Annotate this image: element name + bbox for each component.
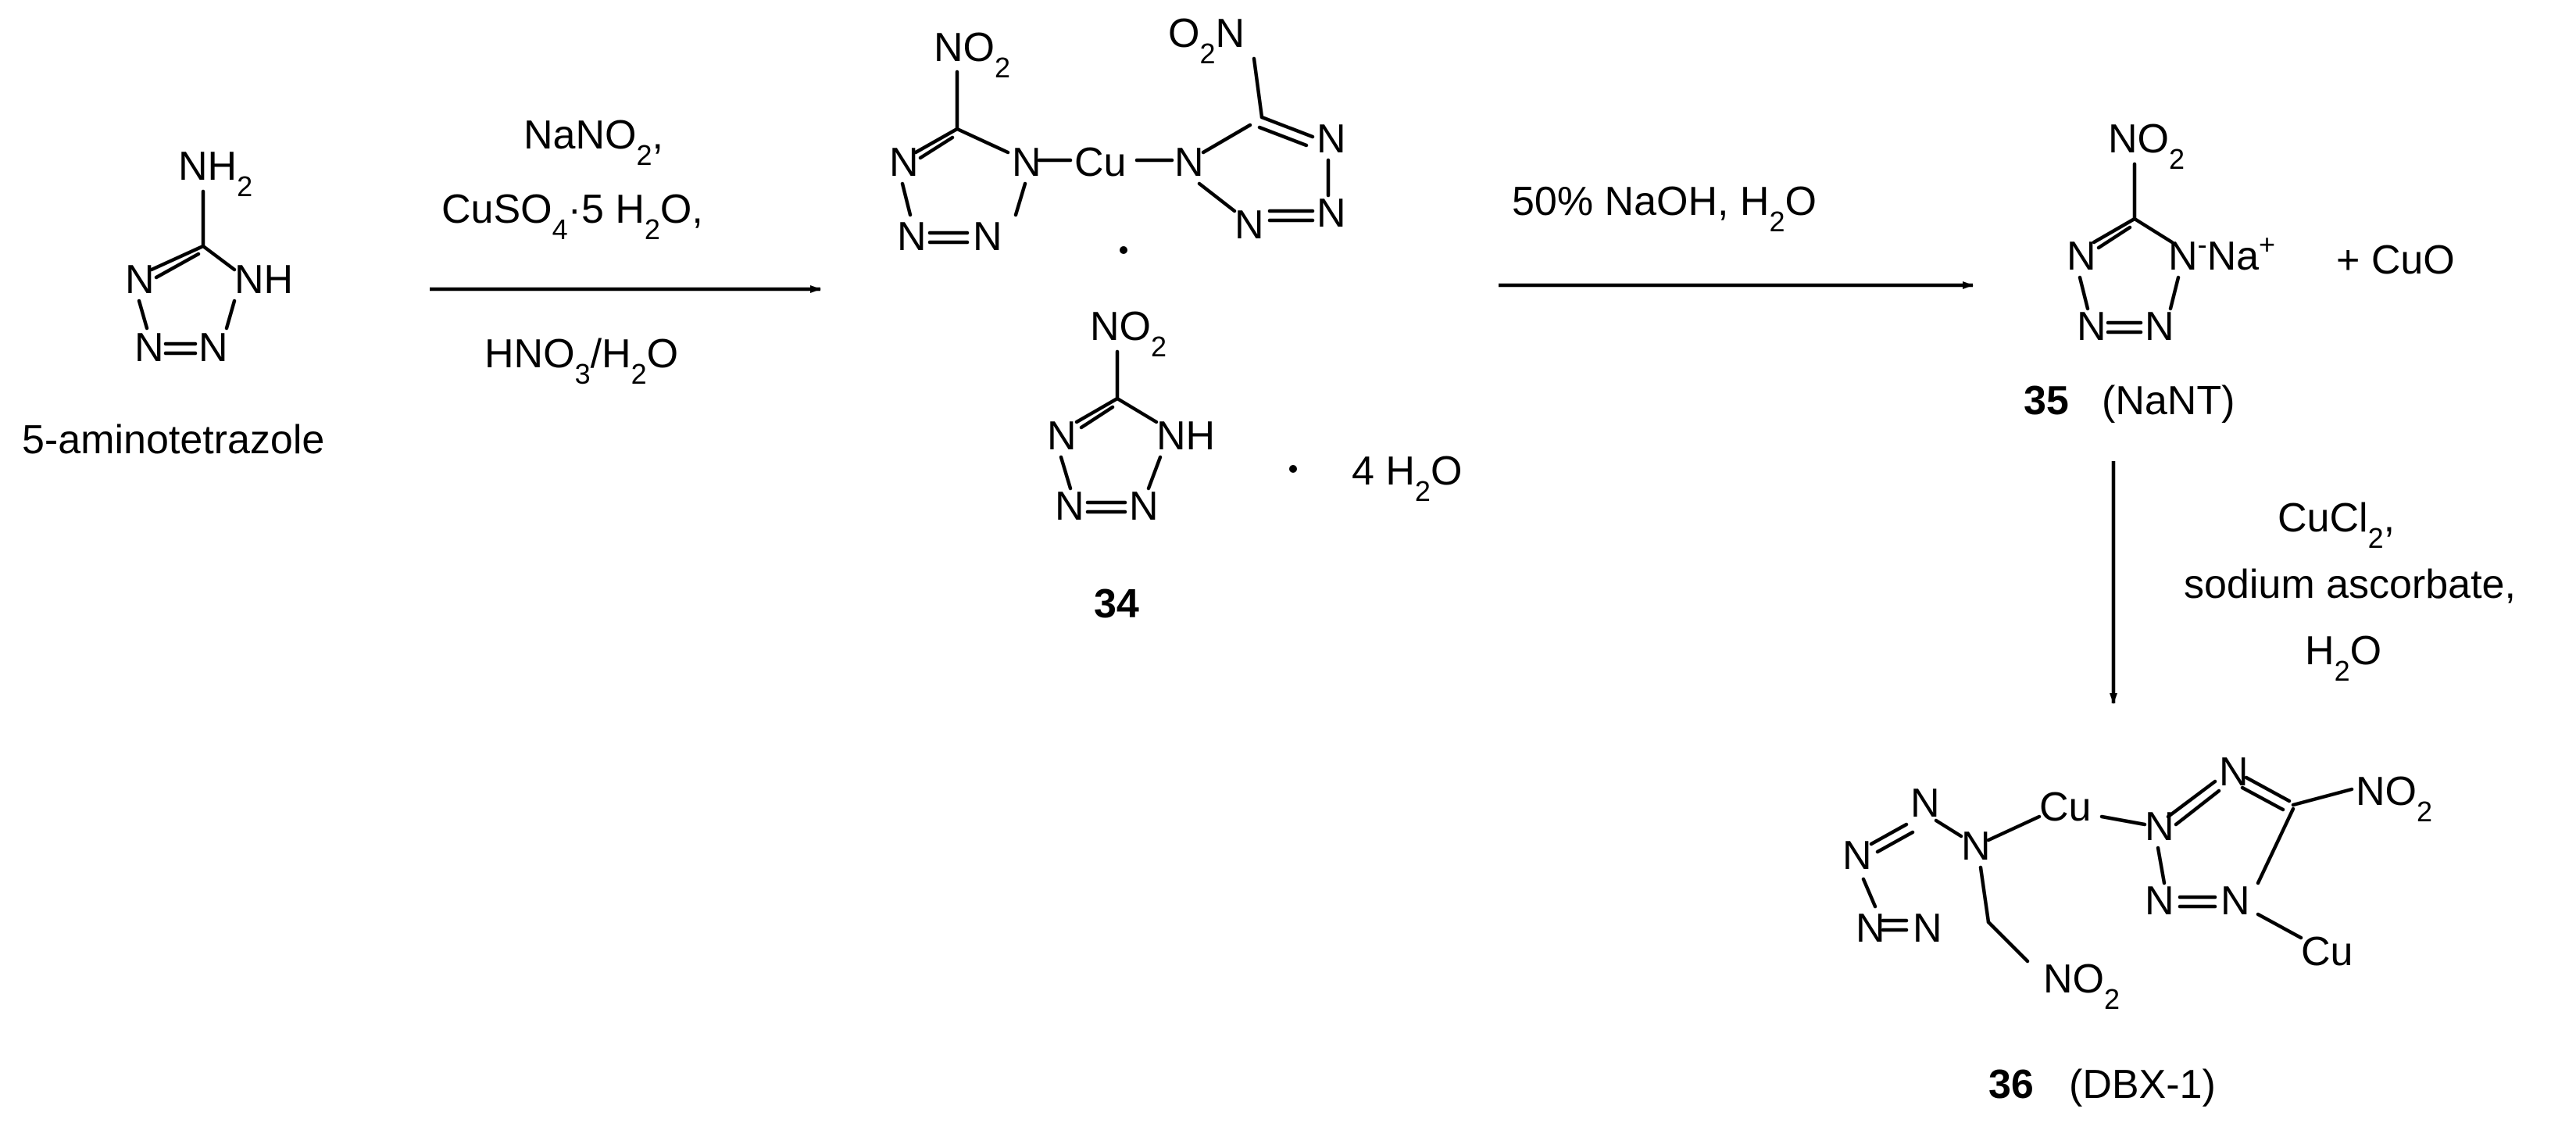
svg-text:N: N xyxy=(1129,484,1159,529)
svg-text:N: N xyxy=(889,140,919,185)
cpd35-anion-n: N-Na+ xyxy=(2168,228,2275,280)
step3-reagent-2: sodium ascorbate, xyxy=(2184,562,2516,607)
svg-text:N: N xyxy=(1910,781,1940,826)
svg-text:N: N xyxy=(1055,484,1084,529)
svg-text:NO2: NO2 xyxy=(1090,304,1167,363)
svg-text:N: N xyxy=(134,325,164,370)
svg-text:N: N xyxy=(1913,906,1942,951)
compound-34-structure: NO2 N N N N Cu O2N N N N N NO2 xyxy=(889,11,1462,627)
svg-text:NO2: NO2 xyxy=(2043,957,2120,1015)
step3: CuCl2, sodium ascorbate, H2O xyxy=(2110,461,2516,704)
svg-text:N: N xyxy=(2221,878,2250,924)
svg-text:N: N xyxy=(1317,191,1346,236)
step1: NaNO2, CuSO4·5 H2O, HNO3/H2O xyxy=(430,113,821,390)
svg-text:N: N xyxy=(2067,234,2096,279)
step2-reagents: 50% NaOH, H2O xyxy=(1512,179,1817,238)
svg-text:N: N xyxy=(1234,202,1264,248)
svg-text:N: N xyxy=(1012,140,1041,185)
svg-text:N: N xyxy=(1856,906,1885,951)
svg-text:N: N xyxy=(198,325,228,370)
compound-35-structure: NO2 N N-Na+ N N + CuO 35 (NaNT) xyxy=(2024,116,2455,424)
cpd35-byproduct: + CuO xyxy=(2336,238,2455,283)
step1-reagent-2: CuSO4·5 H2O, xyxy=(441,187,703,245)
svg-text:N: N xyxy=(897,214,927,259)
svg-text:NO2: NO2 xyxy=(2356,769,2432,828)
svg-text:N: N xyxy=(125,257,155,302)
cpd35-name: (NaNT) xyxy=(2102,378,2235,424)
step1-reagent-3: HNO3/H2O xyxy=(484,331,678,390)
cpd36-cu-2: Cu xyxy=(2301,929,2353,974)
cpd35-number: 35 xyxy=(2024,378,2069,424)
svg-text:N: N xyxy=(1842,833,1872,878)
svg-text:N: N xyxy=(973,214,1002,259)
svg-text:O2N: O2N xyxy=(1168,11,1245,70)
step2: 50% NaOH, H2O xyxy=(1499,179,1974,289)
start-name: 5-aminotetrazole xyxy=(22,417,324,463)
svg-text:N: N xyxy=(1047,413,1077,459)
svg-text:N: N xyxy=(1174,140,1204,185)
cpd34-hydrate: 4 H2O xyxy=(1352,449,1462,507)
compound-36-structure: N N N Cu N N NO2 N N NO2 N N Cu 36 (DBX xyxy=(1842,749,2432,1107)
step3-reagent-3: H2O xyxy=(2305,628,2381,687)
cpd34-dot xyxy=(1120,246,1127,254)
svg-text:N: N xyxy=(2145,804,2174,849)
step3-reagent-1: CuCl2, xyxy=(2278,495,2395,554)
cpd34-cu: Cu xyxy=(1074,140,1126,185)
svg-text:N: N xyxy=(2077,304,2106,349)
svg-text:NO2: NO2 xyxy=(2108,116,2185,175)
aminotetrazole-structure: NH2 N NH N N 5-aminotetrazole xyxy=(22,144,324,463)
nh2-label: NH2 xyxy=(178,144,252,202)
svg-text:N: N xyxy=(2145,878,2174,924)
svg-text:N: N xyxy=(1961,824,1991,869)
cpd34-nh: NH xyxy=(1156,413,1215,459)
cpd36-cu-1: Cu xyxy=(2039,785,2091,830)
svg-text:N: N xyxy=(2145,304,2174,349)
cpd34-number: 34 xyxy=(1094,581,1139,627)
step1-reagent-1: NaNO2, xyxy=(523,113,663,171)
nh-label: NH xyxy=(234,257,293,302)
cpd36-name: (DBX-1) xyxy=(2069,1062,2216,1107)
cpd36-number: 36 xyxy=(1988,1062,2034,1107)
svg-text:N: N xyxy=(1317,116,1346,162)
svg-text:NO2: NO2 xyxy=(934,25,1010,84)
